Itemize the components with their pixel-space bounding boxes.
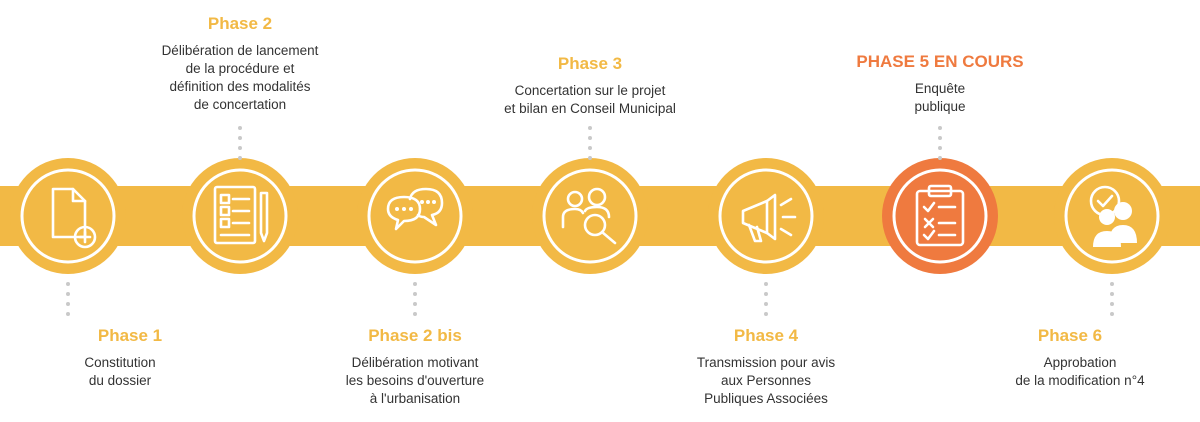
- phase-5-title: Phase 4: [733, 326, 799, 345]
- group-search-icon: [561, 187, 617, 245]
- phase-3-circle: [357, 158, 473, 274]
- phase-7-title: Phase 6: [1037, 326, 1103, 345]
- phase-6-connector: [938, 126, 942, 160]
- description-line: Délibération motivant: [351, 355, 479, 370]
- phase-1-title: Phase 1: [97, 326, 163, 345]
- chat-bubbles-icon: [386, 187, 444, 231]
- connector-dot: [1110, 302, 1114, 306]
- phase-6-title: PHASE 5 EN COURS: [856, 52, 1024, 71]
- phase-3-title: Phase 2 bis: [368, 326, 462, 345]
- phase-7-description: Approbation de la modification n°4: [960, 354, 1200, 390]
- connector-dot: [588, 136, 592, 140]
- phase-1-ring: [20, 168, 116, 264]
- clipboard-checklist-icon: [915, 184, 965, 247]
- phase-2-description: Délibération de lancement de la procédure…: [120, 42, 360, 114]
- description-line: du dossier: [88, 373, 152, 388]
- phase-1-description: Constitution du dossier: [0, 354, 240, 390]
- phase-3-connector: [413, 282, 417, 316]
- connector-dot: [588, 126, 592, 130]
- phase-4-ring: [542, 168, 638, 264]
- approval-users-icon: [1089, 185, 1137, 247]
- connector-dot: [238, 156, 242, 160]
- phase-2-circle: [182, 158, 298, 274]
- description-line: Transmission pour avis: [696, 355, 836, 370]
- description-line: Enquête: [914, 81, 966, 96]
- phase-5-ring: [718, 168, 814, 264]
- connector-dot: [413, 282, 417, 286]
- phase-2-connector: [238, 126, 242, 160]
- description-line: les besoins d'ouverture: [345, 373, 485, 388]
- connector-dot: [938, 126, 942, 130]
- phase-2-ring: [192, 168, 288, 264]
- connector-dot: [938, 146, 942, 150]
- connector-dot: [66, 282, 70, 286]
- description-line: Délibération de lancement: [161, 43, 319, 58]
- description-line: aux Personnes: [720, 373, 812, 388]
- connector-dot: [413, 302, 417, 306]
- connector-dot: [238, 146, 242, 150]
- phase-5-connector: [764, 282, 768, 316]
- connector-dot: [238, 136, 242, 140]
- form-list-pencil-icon: [213, 185, 269, 245]
- connector-dot: [66, 292, 70, 296]
- connector-dot: [588, 146, 592, 150]
- connector-dot: [764, 282, 768, 286]
- phase-4-title: Phase 3: [557, 54, 623, 73]
- megaphone-icon: [741, 193, 797, 243]
- connector-dot: [66, 302, 70, 306]
- description-line: Publiques Associées: [704, 391, 828, 406]
- phase-1-connector: [66, 282, 70, 316]
- description-line: à l'urbanisation: [369, 391, 461, 406]
- phase-6-circle: [882, 158, 998, 274]
- document-add-icon: [51, 187, 97, 249]
- phase-6-ring: [892, 168, 988, 264]
- phase-4-connector: [588, 126, 592, 160]
- connector-dot: [764, 312, 768, 316]
- description-line: publique: [914, 99, 966, 114]
- phase-3-description: Délibération motivant les besoins d'ouver…: [295, 354, 535, 408]
- description-line: et bilan en Conseil Municipal: [504, 101, 676, 116]
- description-line: Approbation: [1043, 355, 1117, 370]
- description-line: définition des modalités: [169, 79, 311, 94]
- description-line: Concertation sur le projet: [514, 83, 666, 98]
- connector-dot: [1110, 312, 1114, 316]
- phase-6-description: Enquête publique: [820, 80, 1060, 116]
- phase-7-ring: [1064, 168, 1160, 264]
- connector-dot: [764, 292, 768, 296]
- connector-dot: [1110, 292, 1114, 296]
- phase-4-description: Concertation sur le projet et bilan en Co…: [470, 82, 710, 118]
- connector-dot: [588, 156, 592, 160]
- connector-dot: [938, 136, 942, 140]
- phase-3-ring: [367, 168, 463, 264]
- description-line: Constitution: [84, 355, 156, 370]
- connector-dot: [938, 156, 942, 160]
- phase-2-title: Phase 2: [207, 14, 273, 33]
- connector-dot: [413, 292, 417, 296]
- description-line: de la modification n°4: [1015, 373, 1145, 388]
- description-line: de concertation: [193, 97, 287, 112]
- phase-7-connector: [1110, 282, 1114, 316]
- connector-dot: [1110, 282, 1114, 286]
- connector-dot: [66, 312, 70, 316]
- connector-dot: [764, 302, 768, 306]
- connector-dot: [238, 126, 242, 130]
- description-line: de la procédure et: [185, 61, 295, 76]
- phase-1-circle: [10, 158, 126, 274]
- connector-dot: [413, 312, 417, 316]
